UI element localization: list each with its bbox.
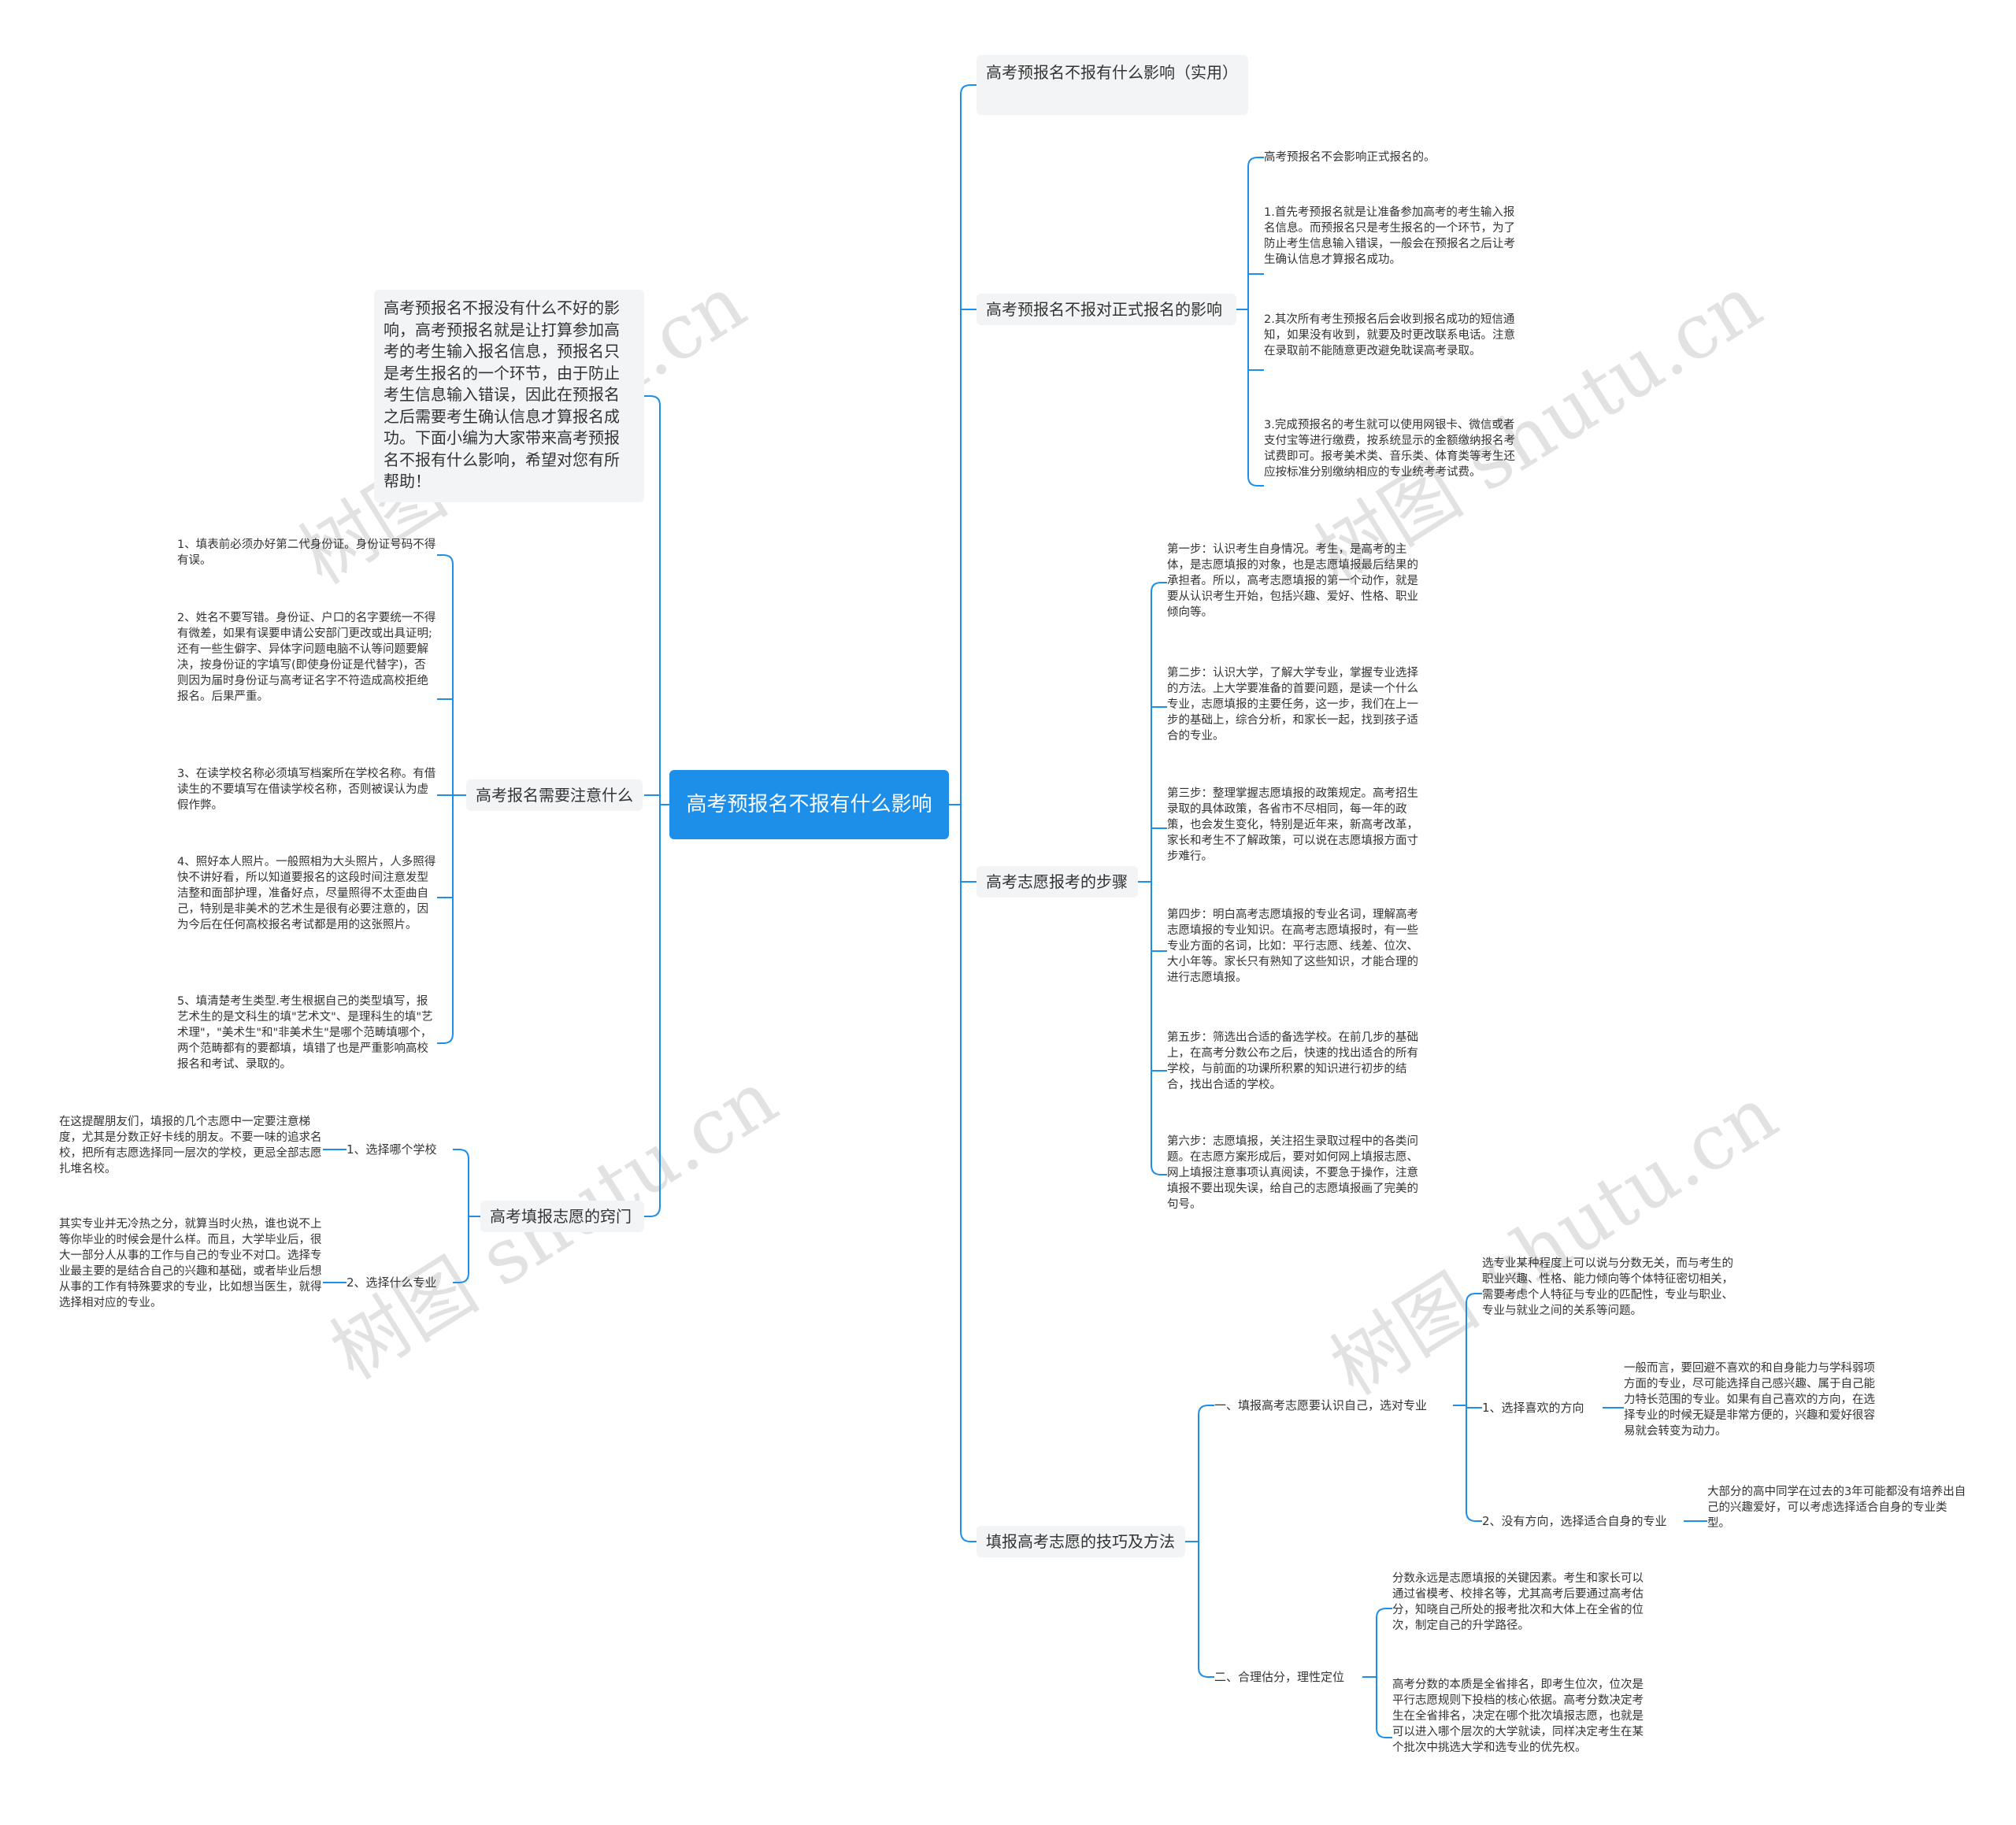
connector xyxy=(1198,1542,1214,1678)
skills-sub-know-self[interactable]: 一、填报高考志愿要认识自己，选对专业 xyxy=(1214,1398,1428,1412)
connector xyxy=(644,805,661,1217)
skills-sub-text: 大部分的高中同学在过去的3年可能都没有培养出自己的兴趣爱好，可以考虑选择适合自身… xyxy=(1707,1486,1966,1530)
connector xyxy=(960,805,976,1542)
notice-item: 4、照好本人照片。一般照相为大头照片，人多照得快不讲好看，所以知道要报名的这段时… xyxy=(177,856,436,931)
step-item: 第四步：明白高考志愿填报的专业名词，理解高考志愿填报的专业知识。在高考志愿填报时… xyxy=(1167,909,1418,984)
skills-sub-text: 高考分数的本质是全省排名，即考生位次，位次是平行志愿规则下投档的核心依据。高考分… xyxy=(1392,1679,1644,1754)
connector xyxy=(1151,882,1167,1175)
impact-item: 1.首先考预报名就是让准备参加高考的考生输入报名信息。而预报名只是考生报名的一个… xyxy=(1264,206,1515,266)
skills-sub-like-direction[interactable]: 1、选择喜欢的方向 xyxy=(1482,1401,1584,1415)
notice-item: 5、填清楚考生类型.考生根据自己的类型填写，报艺术生的是文科生的填"艺术文"、是… xyxy=(177,995,433,1071)
connector xyxy=(437,554,466,796)
connector xyxy=(1453,1293,1482,1406)
connector xyxy=(453,1216,469,1283)
impact-item: 3.完成预报名的考生就可以使用网银卡、微信或者支付宝等进行缴费，按系统显示的金额… xyxy=(1264,419,1515,479)
skills-sub-text: 一般而言，要回避不喜欢的和自身能力与学科弱项方面的专业，尽可能选择自己感兴趣、属… xyxy=(1624,1362,1875,1438)
skills-sub-text: 选专业某种程度上可以说与分数无关，而与考生的职业兴趣、性格、能力倾向等个体特征密… xyxy=(1482,1257,1733,1317)
skills-sub-no-direction[interactable]: 2、没有方向，选择适合自身的专业 xyxy=(1482,1514,1667,1528)
connector xyxy=(1189,157,1264,310)
tips-sub-school[interactable]: 1、选择哪个学校 xyxy=(346,1142,437,1157)
connector xyxy=(1247,309,1264,487)
connector xyxy=(644,395,669,805)
step-item: 第二步：认识大学，了解大学专业，掌握专业选择的方法。上大学要准备的首要问题，是读… xyxy=(1167,667,1418,742)
branch-tips[interactable]: 高考填报志愿的窍门 xyxy=(480,1201,644,1232)
notice-item: 3、在读学校名称必须填写档案所在学校名称。有借读生的不要填写在借读学校名称，否则… xyxy=(177,768,436,812)
intro-node[interactable]: 高考预报名不报没有什么不好的影响，高考预报名就是让打算参加高考的考生输入报名信息… xyxy=(374,290,644,502)
skills-sub-text: 分数永远是志愿填报的关键因素。考生和家长可以通过省模考、校排名等，尤其高考后要通… xyxy=(1392,1572,1644,1632)
step-item: 第一步：认识考生自身情况。考生，是高考的主体，是志愿填报的对象，也是志愿填报最后… xyxy=(1167,543,1418,619)
connector xyxy=(1466,1405,1482,1522)
branch-formal-impact[interactable]: 高考预报名不报对正式报名的影响 xyxy=(976,294,1236,325)
connector xyxy=(1362,1608,1392,1678)
branch-notice[interactable]: 高考报名需要注意什么 xyxy=(466,779,643,811)
connector xyxy=(1138,582,1167,883)
branch-practical[interactable]: 高考预报名不报有什么影响（实用） xyxy=(976,55,1248,115)
notice-item: 1、填表前必须办好第二代身份证。身份证号码不得有误。 xyxy=(177,539,436,567)
step-item: 第六步：志愿填报，关注招生录取过程中的各类问题。在志愿方案形成后，要对如何网上填… xyxy=(1167,1135,1418,1211)
connector xyxy=(1185,1405,1214,1542)
tips-sub-major[interactable]: 2、选择什么专业 xyxy=(346,1275,437,1290)
impact-item: 2.其次所有考生预报名后会收到报名成功的短信通知，如果没有收到，就要及时更改联系… xyxy=(1264,313,1515,357)
skills-sub-estimate[interactable]: 二、合理估分，理性定位 xyxy=(1214,1670,1345,1684)
connector xyxy=(437,795,454,1044)
branch-skills[interactable]: 填报高考志愿的技巧及方法 xyxy=(976,1526,1185,1557)
notice-item: 2、姓名不要写错。身份证、户口的名字要统一不得有微差，如果有误要申请公安部门更改… xyxy=(177,612,436,703)
connector xyxy=(1376,1677,1392,1738)
root-node[interactable]: 高考预报名不报有什么影响 xyxy=(669,770,949,839)
step-item: 第三步：整理掌握志愿填报的政策规定。高考招生录取的具体政策，各省市不尽相同，每一… xyxy=(1167,787,1418,863)
connector xyxy=(453,1149,480,1217)
impact-item: 高考预报名不会影响正式报名的。 xyxy=(1264,151,1436,164)
step-item: 第五步：筛选出合适的备选学校。在前几步的基础上，在高考分数公布之后，快速的找出适… xyxy=(1167,1031,1418,1091)
branch-steps[interactable]: 高考志愿报考的步骤 xyxy=(976,866,1138,898)
tips-sub-text: 其实专业并无冷热之分，就算当时火热，谁也说不上等你毕业的时候会是什么样。而且，大… xyxy=(59,1218,322,1309)
tips-sub-text: 在这提醒朋友们，填报的几个志愿中一定要注意梯度，尤其是分数正好卡线的朋友。不要一… xyxy=(59,1116,322,1175)
connector xyxy=(949,84,976,805)
